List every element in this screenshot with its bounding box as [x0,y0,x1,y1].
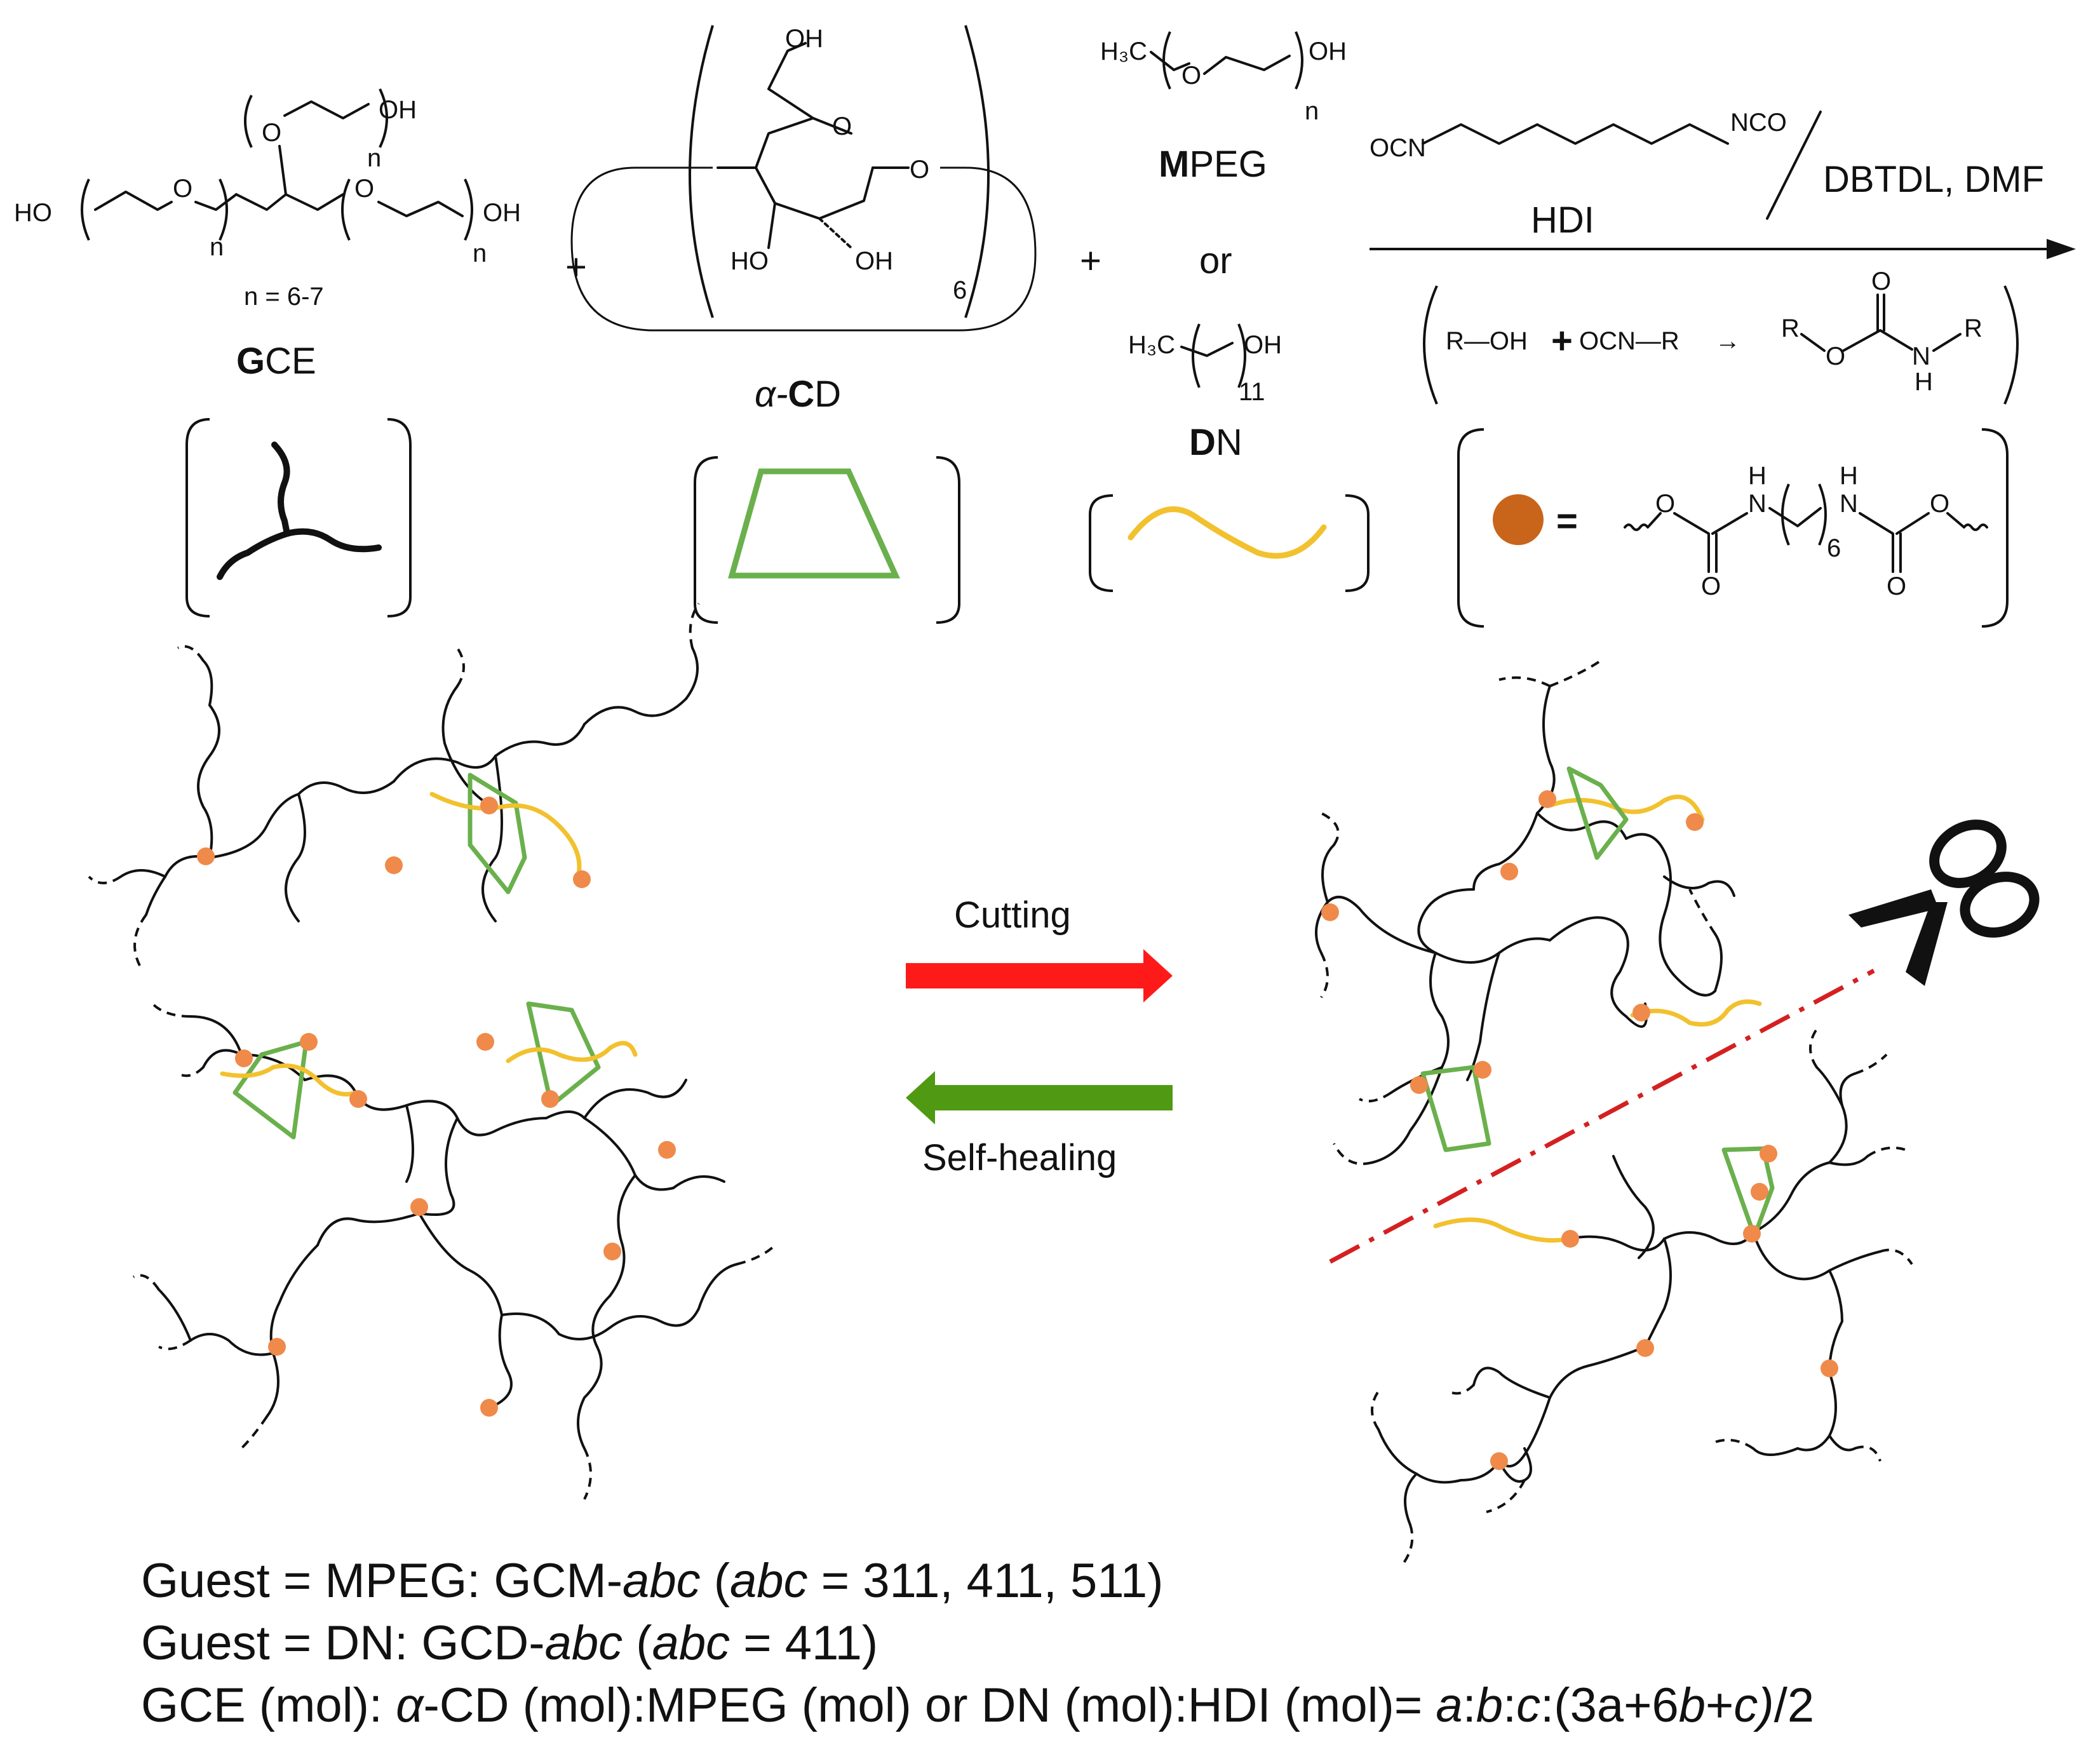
cd-ring-3 [526,1001,601,1108]
guest-cartoon [1089,494,1370,592]
cd-ring-4 [1566,766,1629,860]
uret-o2: O [1701,572,1721,600]
hdi-reagent: OCN NCO DBTDL, DMF HDI [1370,109,2044,241]
uret-o4: O [1930,490,1949,518]
acd-ho: HO [730,247,769,275]
acd-label: α-CD [755,374,841,415]
reaction-conditions: DBTDL, DMF [1823,159,2044,200]
uret-h1: H [1748,462,1767,490]
uret-o3: O [1887,572,1906,600]
urethane-cartoon: = O O N H 6 N H O O [1457,428,2009,628]
scissors-icon [1848,820,2040,986]
cyclodextrin-shape [728,468,900,579]
gce-n-value: n = 6-7 [244,283,324,311]
cd-ring-1 [468,772,527,894]
gce-o-center: O [262,119,281,147]
legend-line-ratio: GCE (mol): α-CD (mol):MPEG (mol) or DN (… [141,1678,1815,1732]
hdi-label: HDI [1531,199,1594,241]
plus-1: + [565,246,587,288]
hdi-nco: NCO [1730,109,1787,137]
urethane-dot [1493,494,1544,545]
gce-n2: n [367,144,381,172]
healing-arrow-group: Self-healing [906,1071,1173,1178]
mpeg-o: O [1181,62,1201,90]
cutting-arrow-group: Cutting [906,894,1173,1002]
hdi-ocn: OCN [1370,134,1426,162]
cd-ring-6 [1721,1146,1775,1239]
scheme-plus: + [1551,320,1573,361]
legend-line-mpeg: Guest = MPEG: GCM-abc (abc = 311, 411, 5… [141,1554,1164,1608]
mpeg-n: n [1305,97,1319,125]
gce-ho: HO [14,199,52,227]
legend-line-dn: Guest = DN: GCD-abc (abc = 411) [141,1616,878,1670]
reaction-arrow [1370,239,2076,259]
gce-label: GCE [236,341,316,382]
scheme-h: H [1915,368,1933,396]
uret-h2: H [1840,462,1858,490]
plus-2: + [1080,240,1101,281]
gce-n3: n [473,239,487,267]
cd-ring-2 [232,1039,309,1140]
uret-count: 6 [1827,534,1841,562]
urethane-scheme: R—OH + OCN—R → R O O N H R [1423,267,2019,405]
mpeg-structure: H₃C O OH n MPEG or [1100,31,1347,281]
dn-oh: OH [1244,331,1282,359]
acd-cartoon [694,456,960,624]
uret-n2: N [1840,490,1858,518]
gce-n1: n [210,233,224,261]
mpeg-h3c: H₃C [1100,37,1147,65]
cutting-label: Cutting [954,894,1071,936]
acd-bridge-o: O [910,156,929,184]
cut-network [1315,659,1913,1564]
acd-oh-bottom: OH [855,247,893,275]
dn-label: DN [1189,422,1242,463]
dn-count: 11 [1239,378,1265,406]
sample-legend: Guest = MPEG: GCM-abc (abc = 311, 411, 5… [141,1550,1814,1737]
self-healing-label: Self-healing [922,1137,1117,1178]
uret-o1: O [1655,490,1675,518]
scheme-r-oh: R—OH [1446,327,1528,355]
cut-line [1329,968,1875,1264]
acd-ring-o: O [832,112,852,140]
acd-count: 6 [953,276,967,304]
guest-chain-shape [1127,506,1327,559]
self-healing-arrow [906,1071,1173,1124]
intact-network [88,602,776,1500]
gce-oh-top: OH [379,96,417,124]
urethane-equals: = [1556,501,1578,542]
scheme-arrow: → [1715,327,1740,355]
dn-structure: H₃C OH 11 DN [1128,323,1282,463]
gce-oh-right: OH [483,199,521,227]
mpeg-oh: OH [1309,37,1347,65]
scheme-o-top: O [1871,267,1891,295]
gce-o1: O [173,175,192,203]
gce-o3: O [354,175,374,203]
acd-oh-top: OH [785,25,823,53]
cutting-arrow [906,949,1173,1002]
scheme-o: O [1826,342,1845,370]
gce-structure: HO O n O OH n O OH n n = 6-7 GCE [14,88,521,382]
dn-h3c: H₃C [1128,331,1175,359]
uret-n1: N [1748,490,1767,518]
or-text: or [1199,240,1232,281]
cd-ring-5 [1420,1065,1491,1152]
acd-structure: O O OH HO OH 6 α-CD [570,25,1037,415]
scheme-r2: R [1964,314,1982,342]
scheme-n: N [1912,342,1930,370]
scheme-ocn-r: OCN—R [1579,327,1679,355]
mpeg-label: MPEG [1159,144,1267,185]
gce-cartoon [185,418,412,617]
scheme-r1: R [1781,314,1800,342]
